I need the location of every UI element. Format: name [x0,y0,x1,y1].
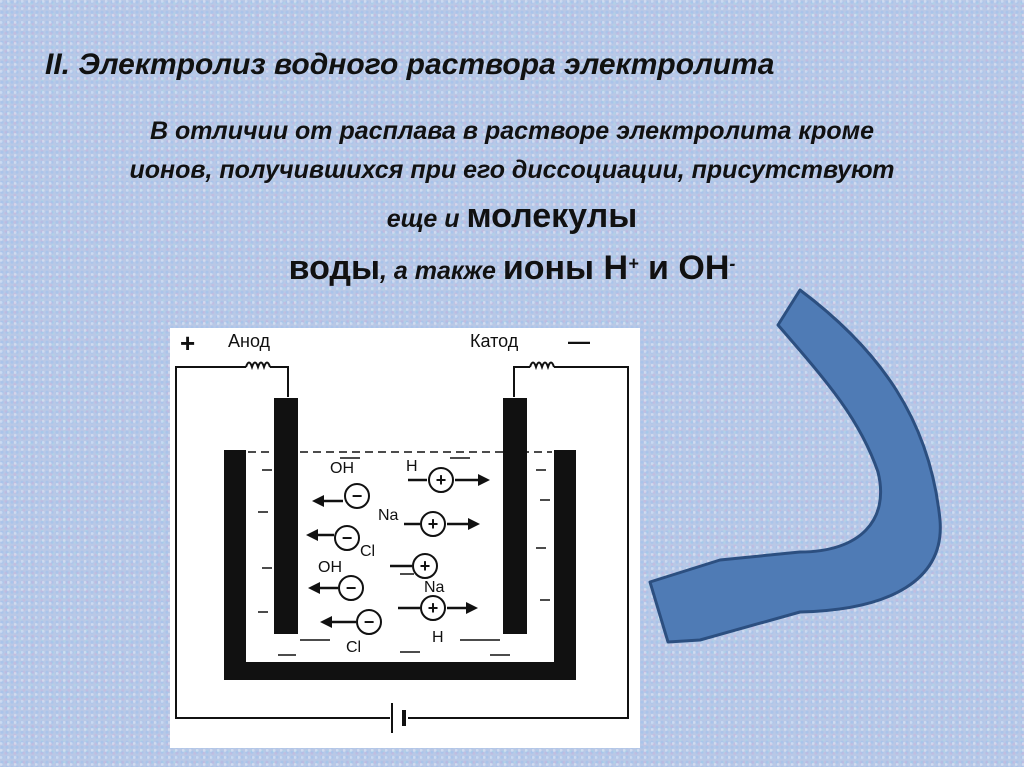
anode-electrode [274,398,298,634]
ion-label-cl: Cl [360,543,375,560]
superscript-plus: + [628,253,639,274]
emphasis-molecules: молекулы [466,196,638,235]
anion-sign: − [352,486,363,506]
cation-circle [420,595,446,621]
ion-label-oh: OH [330,460,354,477]
cation-sign: + [428,514,439,534]
paragraph-text: , а также [380,257,503,286]
superscript-minus: - [729,253,736,274]
anode-coil [245,361,271,371]
cathode-coil [529,361,555,371]
arrowhead-right [466,602,478,614]
cation-sign: + [420,556,431,576]
emphasis-water: воды [288,249,381,288]
paragraph-line-1: В отличии от расплава в растворе электро… [149,117,875,145]
paragraph-text: еще и [386,204,467,233]
cation-sign: + [428,598,439,618]
cathode-electrode [503,398,527,634]
paragraph-line-4: воды, а также ионы Н+ и ОН- [20,242,1004,295]
anion-circle [338,575,364,601]
anode-wire [270,366,289,397]
anion-sign: − [342,528,353,548]
anion-circle [334,525,360,551]
anode-label: Анод [228,331,271,351]
paragraph-line-3: еще и молекулы [20,190,1004,243]
circuit-wire-right [408,366,629,719]
ion-label-cl: Cl [346,639,361,656]
arrowhead-left [306,529,318,541]
arrowhead-left [308,582,320,594]
cation-circle [420,511,446,537]
ion-label-oh: OH [318,559,342,576]
emphasis-h-ions: ионы Н [502,249,629,288]
anion-circle [344,483,370,509]
cathode-label: Катод [470,331,519,351]
plus-sign: + [180,328,195,358]
ion-label-h: H [406,458,418,475]
slide-paragraph: В отличии от расплава в растворе электро… [20,112,1004,295]
ion-label-na: Na [378,507,399,524]
solution-dashes [258,457,550,656]
ion-label-h: H [432,629,444,646]
ion-label-na: Na [424,579,445,596]
emphasis-oh-ions: и ОН [638,249,730,288]
slide-title: II. Электролиз водного раствора электрол… [45,48,775,81]
cation-circle [412,553,438,579]
anion-circle [356,609,382,635]
curved-arrow-icon [648,288,942,644]
anion-sign: − [364,612,375,632]
paragraph-line-2: ионов, получившихся при его диссоциации,… [129,155,895,184]
circuit-wire-left [175,366,390,719]
cathode-wire [513,366,530,397]
arrowhead-right [468,518,480,530]
arrowhead-left [320,616,332,628]
arrowhead-left [312,495,324,507]
anion-sign: − [346,578,357,598]
cation-sign: + [436,470,447,490]
cation-circle [428,467,454,493]
arrowhead-right [478,474,490,486]
minus-sign: — [568,329,590,354]
